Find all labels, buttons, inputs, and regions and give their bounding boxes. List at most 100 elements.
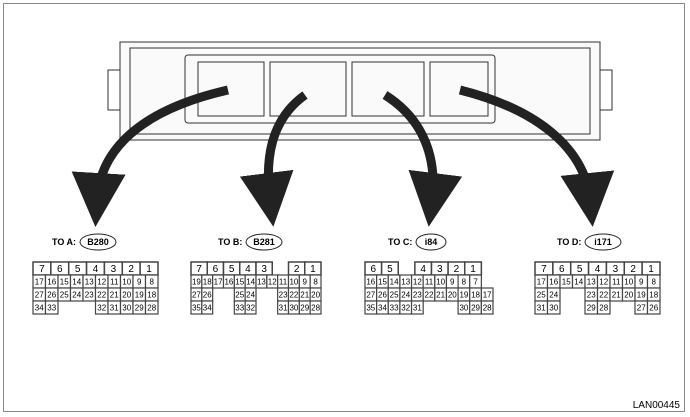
pin-number: 18 bbox=[147, 291, 156, 300]
pin-number: 9 bbox=[450, 278, 455, 287]
pin-number: 7 bbox=[196, 264, 202, 275]
pin-number: 7 bbox=[39, 264, 45, 275]
pin-cell bbox=[410, 300, 424, 315]
pin-cell bbox=[201, 300, 214, 315]
pin-cell bbox=[144, 300, 159, 315]
pin-number: 9 bbox=[137, 278, 142, 287]
pin-number: 15 bbox=[60, 278, 69, 287]
pin-number: 18 bbox=[471, 291, 480, 300]
pin-number: 2 bbox=[294, 264, 300, 275]
pin-number: 8 bbox=[313, 278, 318, 287]
socket-d bbox=[429, 61, 489, 117]
pin-number: 19 bbox=[637, 291, 646, 300]
connector-code: B281 bbox=[253, 237, 275, 247]
pin-number: 21 bbox=[300, 291, 309, 300]
pin-number: 18 bbox=[203, 278, 212, 287]
pin-number: 31 bbox=[537, 304, 546, 313]
pin-number: 25 bbox=[60, 291, 69, 300]
pin-number: 31 bbox=[279, 304, 288, 313]
pin-number: 32 bbox=[246, 304, 255, 313]
pin-number: 21 bbox=[612, 291, 621, 300]
pin-number: 27 bbox=[35, 291, 44, 300]
pin-number: 13 bbox=[401, 278, 410, 287]
pin-number: 1 bbox=[310, 264, 316, 275]
pin-number: 7 bbox=[541, 264, 547, 275]
socket-a bbox=[197, 61, 265, 117]
pin-number: 20 bbox=[448, 291, 457, 300]
pin-number: 14 bbox=[246, 278, 255, 287]
socket-b bbox=[269, 61, 347, 117]
pin-cell bbox=[596, 300, 611, 315]
pin-number: 8 bbox=[462, 278, 467, 287]
pin-number: 35 bbox=[366, 304, 375, 313]
pin-number: 28 bbox=[147, 304, 156, 313]
pin-number: 23 bbox=[85, 291, 94, 300]
pin-number: 31 bbox=[110, 304, 119, 313]
code-ellipse bbox=[79, 233, 117, 251]
pin-number: 20 bbox=[624, 291, 633, 300]
arrows bbox=[71, 85, 615, 227]
pin-number: 5 bbox=[229, 264, 235, 275]
pin-number: 22 bbox=[599, 291, 608, 300]
pin-number: 9 bbox=[639, 278, 644, 287]
pin-number: 28 bbox=[311, 304, 320, 313]
pin-number: 27 bbox=[366, 291, 375, 300]
pin-number: 4 bbox=[93, 264, 99, 275]
pin-number: 14 bbox=[72, 278, 81, 287]
pin-number: 34 bbox=[378, 304, 387, 313]
pin-number: 13 bbox=[587, 278, 596, 287]
pin-number: 17 bbox=[35, 278, 44, 287]
pin-number: 31 bbox=[413, 304, 422, 313]
connector-prefix: TO C: bbox=[388, 237, 412, 247]
pin-number: 3 bbox=[613, 264, 619, 275]
pin-number: 26 bbox=[378, 291, 387, 300]
pin-number: 17 bbox=[483, 291, 492, 300]
pin-number: 20 bbox=[122, 291, 131, 300]
pin-number: 26 bbox=[649, 304, 658, 313]
pin-number: 30 bbox=[549, 304, 558, 313]
pin-number: 15 bbox=[562, 278, 571, 287]
pin-number: 8 bbox=[652, 278, 657, 287]
pin-number: 6 bbox=[559, 264, 565, 275]
pin-number: 2 bbox=[630, 264, 636, 275]
pin-number: 5 bbox=[577, 264, 583, 275]
pin-number: 17 bbox=[537, 278, 546, 287]
pin-number: 34 bbox=[203, 304, 212, 313]
pin-number: 24 bbox=[72, 291, 81, 300]
pin-number: 11 bbox=[279, 278, 288, 287]
pin-number: 5 bbox=[387, 264, 393, 275]
pin-number: 12 bbox=[413, 278, 422, 287]
pin-number: 10 bbox=[436, 278, 445, 287]
pin-cell bbox=[546, 300, 561, 315]
control-unit-housing bbox=[107, 41, 613, 141]
pin-number: 17 bbox=[214, 278, 223, 287]
pin-cell bbox=[480, 300, 494, 315]
pin-number: 27 bbox=[637, 304, 646, 313]
pin-number: 2 bbox=[128, 264, 134, 275]
pin-number: 18 bbox=[649, 291, 658, 300]
pin-cell bbox=[646, 300, 661, 315]
pin-number: 24 bbox=[401, 291, 410, 300]
pin-number: 33 bbox=[47, 304, 56, 313]
pin-cell bbox=[309, 300, 322, 315]
pin-number: 6 bbox=[57, 264, 63, 275]
pin-number: 1 bbox=[470, 264, 476, 275]
arrow-b bbox=[239, 91, 308, 227]
pin-number: 11 bbox=[110, 278, 119, 287]
pin-number: 12 bbox=[268, 278, 277, 287]
code-ellipse bbox=[415, 233, 447, 251]
pin-number: 21 bbox=[110, 291, 119, 300]
connector-prefix: TO D: bbox=[557, 237, 581, 247]
arrow-c bbox=[382, 91, 463, 227]
pin-number: 29 bbox=[471, 304, 480, 313]
pin-number: 16 bbox=[47, 278, 56, 287]
code-ellipse bbox=[245, 233, 283, 251]
pin-number: 10 bbox=[624, 278, 633, 287]
pin-number: 11 bbox=[425, 278, 434, 287]
pin-number: 6 bbox=[371, 264, 377, 275]
pin-number: 25 bbox=[235, 291, 244, 300]
pin-number: 30 bbox=[289, 304, 298, 313]
pin-number: 20 bbox=[311, 291, 320, 300]
pin-number: 4 bbox=[595, 264, 601, 275]
pin-number: 16 bbox=[224, 278, 233, 287]
